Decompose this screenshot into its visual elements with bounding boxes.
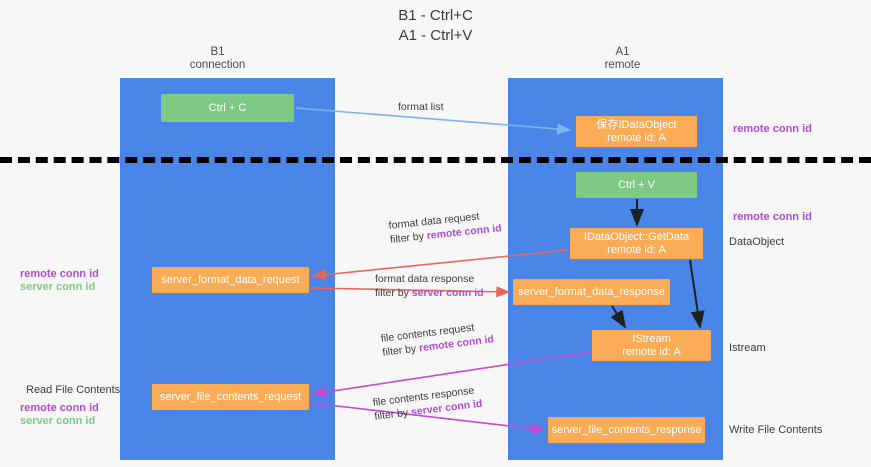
edge-label-file-contents-response: file contents response filter by server … <box>372 383 483 424</box>
edge-label-format-data-response-line2: filter by server conn id <box>375 286 484 300</box>
column-header-b1: B1 connection <box>155 46 280 72</box>
column-header-b1-name: B1 <box>210 46 225 58</box>
edge-filter-prefix: filter by <box>389 230 428 246</box>
node-server-file-contents-request[interactable]: server_file_contents_request <box>152 384 309 410</box>
column-header-a1-name: A1 <box>615 46 630 58</box>
annotation-left-conn-ids-lower: remote conn id server conn id <box>20 402 99 428</box>
annotation-remote-conn-id-mid: remote conn id <box>733 211 812 223</box>
annotation-server-conn-id: server conn id <box>20 415 96 427</box>
node-idataobject[interactable]: 保存IDataObject remote id: A <box>576 116 697 147</box>
column-header-b1-sub: connection <box>189 59 246 71</box>
node-ctrl-v[interactable]: Ctrl + V <box>576 172 697 198</box>
title-line-1: B1 - Ctrl+C <box>398 7 473 24</box>
annotation-read-file-contents: Read File Contents <box>26 384 121 396</box>
annotation-remote-conn-id: remote conn id <box>20 402 99 414</box>
annotation-remote-conn-id: remote conn id <box>20 268 99 280</box>
node-getdata-sub: remote id: A <box>607 243 666 256</box>
annotation-istream: Istream <box>729 342 766 354</box>
edge-label-format-data-request: format data request filter by remote con… <box>388 207 502 247</box>
node-ctrl-c-label: Ctrl + C <box>208 101 247 114</box>
node-server-format-data-request[interactable]: server_format_data_request <box>152 267 309 293</box>
node-server-format-data-response[interactable]: server_format_data_response <box>513 279 670 305</box>
edge-label-format-list: format list <box>398 100 444 114</box>
node-idataobject-label: 保存IDataObject <box>596 118 677 131</box>
node-server-file-contents-response[interactable]: server_file_contents_response <box>548 417 705 443</box>
annotation-write-file-contents: Write File Contents <box>729 424 823 436</box>
phase-divider <box>0 157 871 163</box>
annotation-left-conn-ids-upper: remote conn id server conn id <box>20 268 99 294</box>
node-ctrl-v-label: Ctrl + V <box>618 178 655 191</box>
column-header-a1-sub: remote <box>604 59 641 71</box>
edge-label-format-data-response: format data response filter by server co… <box>375 272 484 300</box>
title-line-2: A1 - Ctrl+V <box>398 27 473 44</box>
node-idataobject-sub: remote id: A <box>607 131 666 144</box>
annotation-dataobject: DataObject <box>729 236 785 248</box>
edge-filter-prefix: filter by <box>381 342 420 359</box>
node-server-file-contents-response-label: server_file_contents_response <box>551 423 702 436</box>
node-ctrl-c[interactable]: Ctrl + C <box>161 94 294 122</box>
edge-filter-key: server conn id <box>411 287 484 299</box>
node-istream[interactable]: IStream remote id: A <box>592 330 711 361</box>
node-getdata-label: IDataObject::GetData <box>583 230 690 243</box>
edge-filter-prefix: filter by <box>373 406 412 423</box>
edge-filter-prefix: filter by <box>375 287 412 299</box>
page-title: B1 - Ctrl+C A1 - Ctrl+V <box>0 6 871 46</box>
edge-label-format-list-text: format list <box>398 101 444 113</box>
edge-label-file-contents-request: file contents request filter by remote c… <box>380 318 495 359</box>
node-idataobject-getdata[interactable]: IDataObject::GetData remote id: A <box>570 228 703 259</box>
annotation-remote-conn-id-top: remote conn id <box>733 123 812 135</box>
edge-label-format-data-response-line1: format data response <box>375 273 475 285</box>
node-istream-sub: remote id: A <box>622 345 681 358</box>
column-header-a1: A1 remote <box>555 46 690 72</box>
node-server-format-data-request-label: server_format_data_request <box>161 273 300 286</box>
node-server-format-data-response-label: server_format_data_response <box>518 285 665 298</box>
node-istream-label: IStream <box>632 332 671 345</box>
annotation-server-conn-id: server conn id <box>20 281 96 293</box>
node-server-file-contents-request-label: server_file_contents_request <box>159 390 302 403</box>
